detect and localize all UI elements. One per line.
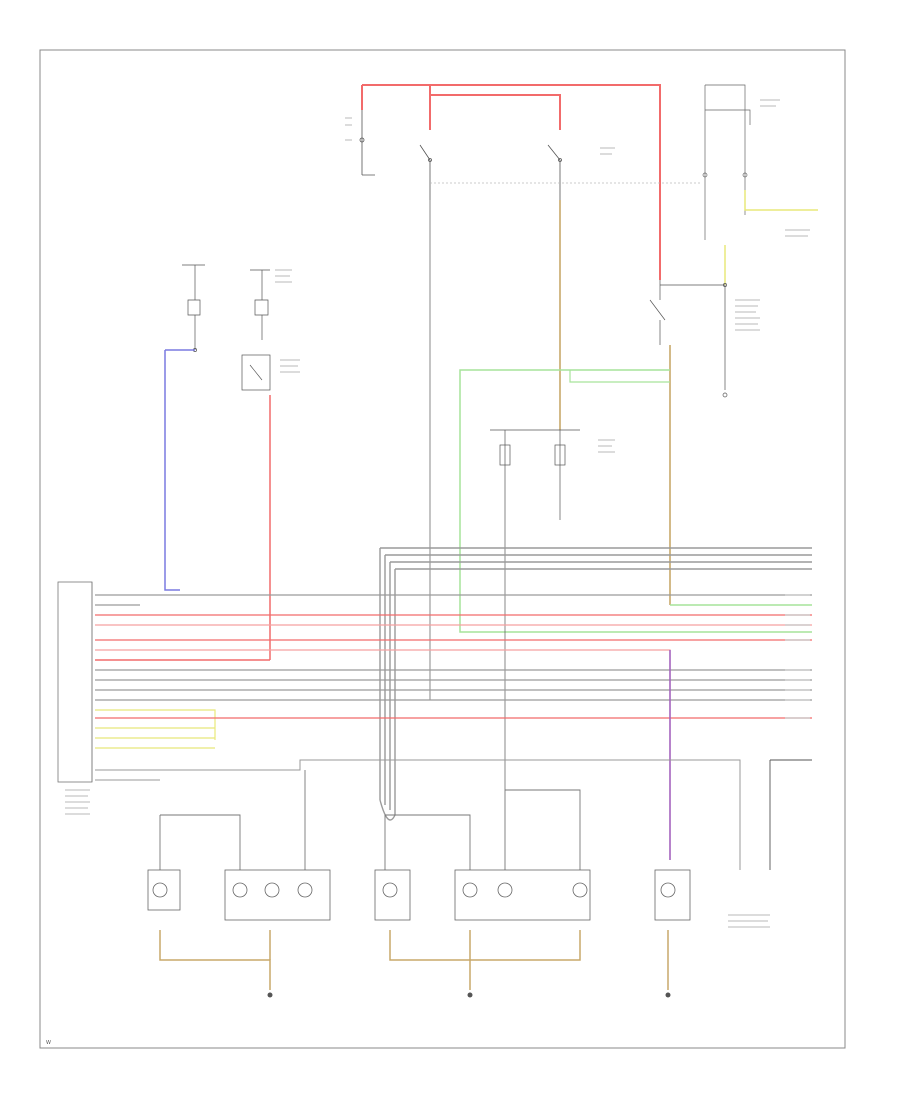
blue-wire bbox=[164, 349, 195, 591]
top-switch-left bbox=[359, 110, 700, 200]
lamp-supply-wires bbox=[159, 770, 581, 870]
lamp-row bbox=[147, 869, 691, 921]
gray-harness bbox=[379, 547, 812, 821]
yellow-wire-top-right bbox=[744, 190, 818, 211]
ground-points bbox=[267, 992, 671, 998]
label-marks bbox=[65, 99, 810, 928]
green-wire-loop bbox=[459, 369, 812, 633]
module-wires bbox=[95, 594, 812, 860]
right-switch bbox=[649, 280, 728, 398]
top-right-relay bbox=[702, 84, 751, 240]
green-wire-second bbox=[569, 370, 670, 383]
gray-wire-lower bbox=[95, 759, 741, 870]
light-control-module bbox=[57, 581, 93, 783]
black-wire-right bbox=[769, 759, 812, 870]
left-fuses bbox=[182, 264, 271, 391]
page-code: W bbox=[46, 1040, 51, 1046]
diagram-frame bbox=[39, 49, 846, 1049]
ground-returns bbox=[159, 930, 669, 990]
center-fuses bbox=[429, 200, 580, 790]
red-wire-left bbox=[95, 395, 271, 661]
top-red-feeds bbox=[361, 84, 661, 280]
